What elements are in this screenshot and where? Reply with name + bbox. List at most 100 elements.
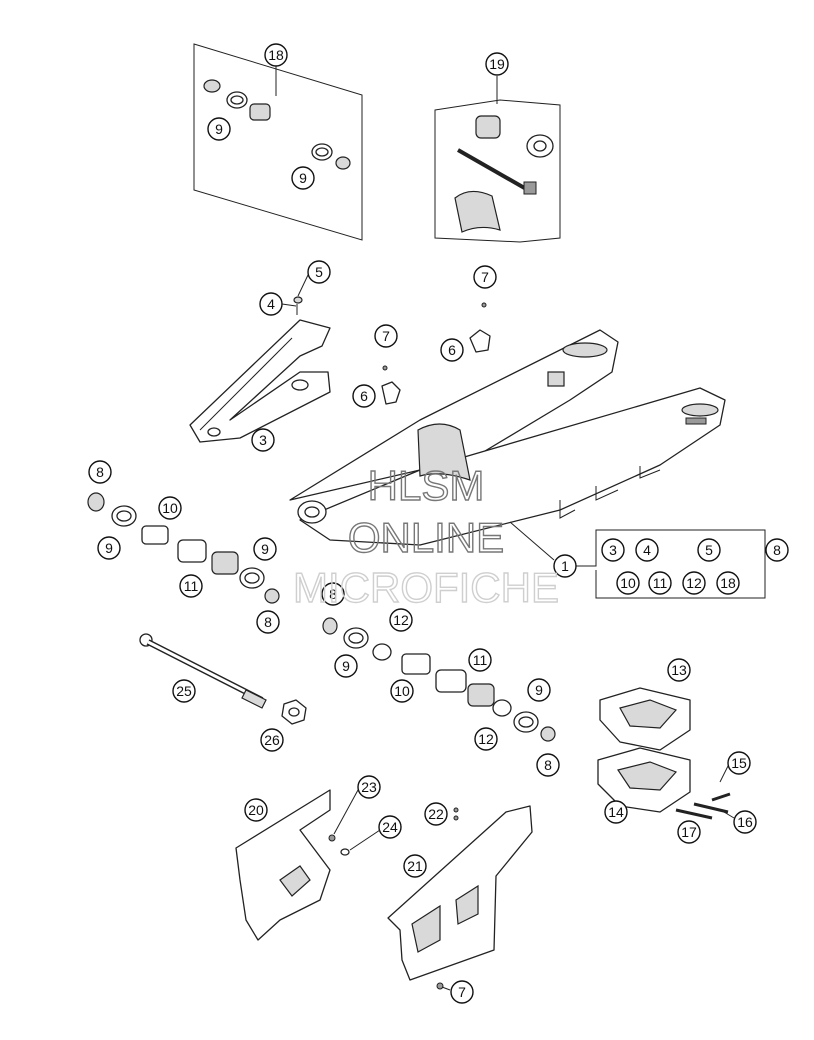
svg-text:11: 11 <box>473 652 488 668</box>
svg-text:19: 19 <box>489 56 505 72</box>
callout-10: 10 <box>158 496 182 520</box>
kit-panel-18 <box>193 43 363 241</box>
callout-15: 15 <box>727 751 751 775</box>
svg-text:21: 21 <box>407 858 423 874</box>
callout-3: 3 <box>251 428 275 452</box>
svg-text:9: 9 <box>299 170 307 186</box>
svg-text:7: 7 <box>458 984 466 1000</box>
callout-12: 12 <box>474 727 498 751</box>
svg-text:6: 6 <box>360 388 368 404</box>
svg-text:3: 3 <box>609 542 617 558</box>
callout-7: 7 <box>450 980 474 1004</box>
svg-text:15: 15 <box>731 755 747 771</box>
callout-6: 6 <box>440 338 464 362</box>
svg-text:18: 18 <box>268 47 284 63</box>
callout-8: 8 <box>321 582 345 606</box>
svg-text:10: 10 <box>620 575 636 591</box>
svg-text:3: 3 <box>259 432 267 448</box>
callout-8: 8 <box>256 610 280 634</box>
svg-text:6: 6 <box>448 342 456 358</box>
axle-part <box>139 633 307 725</box>
callout-13: 13 <box>667 658 691 682</box>
svg-text:7: 7 <box>481 269 489 285</box>
callout-9: 9 <box>291 166 315 190</box>
callout-7: 7 <box>374 324 398 348</box>
svg-text:25: 25 <box>176 683 192 699</box>
svg-text:5: 5 <box>705 542 713 558</box>
svg-text:8: 8 <box>544 757 552 773</box>
svg-text:8: 8 <box>329 586 337 602</box>
callout-26: 26 <box>260 728 284 752</box>
callout-9: 9 <box>334 654 358 678</box>
svg-text:9: 9 <box>342 658 350 674</box>
svg-text:9: 9 <box>535 682 543 698</box>
svg-text:10: 10 <box>162 500 178 516</box>
kit-callout-11: 11 <box>648 571 672 595</box>
callout-14: 14 <box>604 800 628 824</box>
callout-9: 9 <box>253 537 277 561</box>
svg-text:14: 14 <box>608 804 624 820</box>
callout-7: 7 <box>473 265 497 289</box>
svg-text:12: 12 <box>393 612 409 628</box>
svg-text:13: 13 <box>671 662 687 678</box>
callout-20: 20 <box>244 798 268 822</box>
callout-22: 22 <box>424 802 448 826</box>
svg-text:9: 9 <box>215 121 223 137</box>
callout-9: 9 <box>207 117 231 141</box>
svg-text:18: 18 <box>720 575 736 591</box>
svg-text:16: 16 <box>737 814 753 830</box>
callout-5: 5 <box>307 260 331 284</box>
callout-11: 11 <box>179 574 203 598</box>
chain-guide-part <box>597 687 731 820</box>
clamp-part <box>381 302 491 405</box>
svg-text:11: 11 <box>653 575 668 591</box>
kit-callout-12: 12 <box>682 571 706 595</box>
svg-text:7: 7 <box>382 328 390 344</box>
kit-callout-18: 18 <box>716 571 740 595</box>
callout-9: 9 <box>527 678 551 702</box>
svg-text:5: 5 <box>315 264 323 280</box>
callout-23: 23 <box>357 775 381 799</box>
chain-guard-part <box>235 789 533 990</box>
svg-text:8: 8 <box>773 542 781 558</box>
svg-text:MICROFICHE: MICROFICHE <box>293 564 559 611</box>
svg-text:17: 17 <box>681 824 697 840</box>
callout-18: 18 <box>264 43 288 67</box>
svg-text:4: 4 <box>643 542 651 558</box>
swingarm-part <box>289 329 766 599</box>
svg-text:23: 23 <box>361 779 377 795</box>
callout-16: 16 <box>733 810 757 834</box>
svg-text:26: 26 <box>264 732 280 748</box>
svg-text:ONLINE: ONLINE <box>348 514 504 561</box>
kit-panel-19 <box>434 76 561 243</box>
callout-21: 21 <box>403 854 427 878</box>
svg-text:11: 11 <box>184 578 199 594</box>
callout-6: 6 <box>352 384 376 408</box>
svg-text:8: 8 <box>96 464 104 480</box>
svg-text:12: 12 <box>478 731 494 747</box>
kit-callout-3: 3 <box>601 538 625 562</box>
callout-17: 17 <box>677 820 701 844</box>
callout-10: 10 <box>390 679 414 703</box>
callout-8: 8 <box>536 753 560 777</box>
svg-text:10: 10 <box>394 683 410 699</box>
kit-callout-4: 4 <box>635 538 659 562</box>
svg-text:24: 24 <box>382 819 398 835</box>
svg-text:1: 1 <box>561 558 569 574</box>
callout-1: 1 <box>553 554 577 578</box>
svg-text:9: 9 <box>261 541 269 557</box>
callout-12: 12 <box>389 608 413 632</box>
callout-19: 19 <box>485 52 509 76</box>
bearing-stack-left <box>87 492 280 604</box>
kit-callout-10: 10 <box>616 571 640 595</box>
bearing-stack-right <box>322 617 556 742</box>
axle-bolt-part <box>454 115 554 233</box>
callout-24: 24 <box>378 815 402 839</box>
watermark: HLSM ONLINE MICROFICHE <box>292 461 559 611</box>
callout-8: 8 <box>88 460 112 484</box>
svg-text:8: 8 <box>264 614 272 630</box>
kit-callout-8: 8 <box>765 538 789 562</box>
svg-text:20: 20 <box>248 802 264 818</box>
callout-4: 4 <box>259 292 283 316</box>
